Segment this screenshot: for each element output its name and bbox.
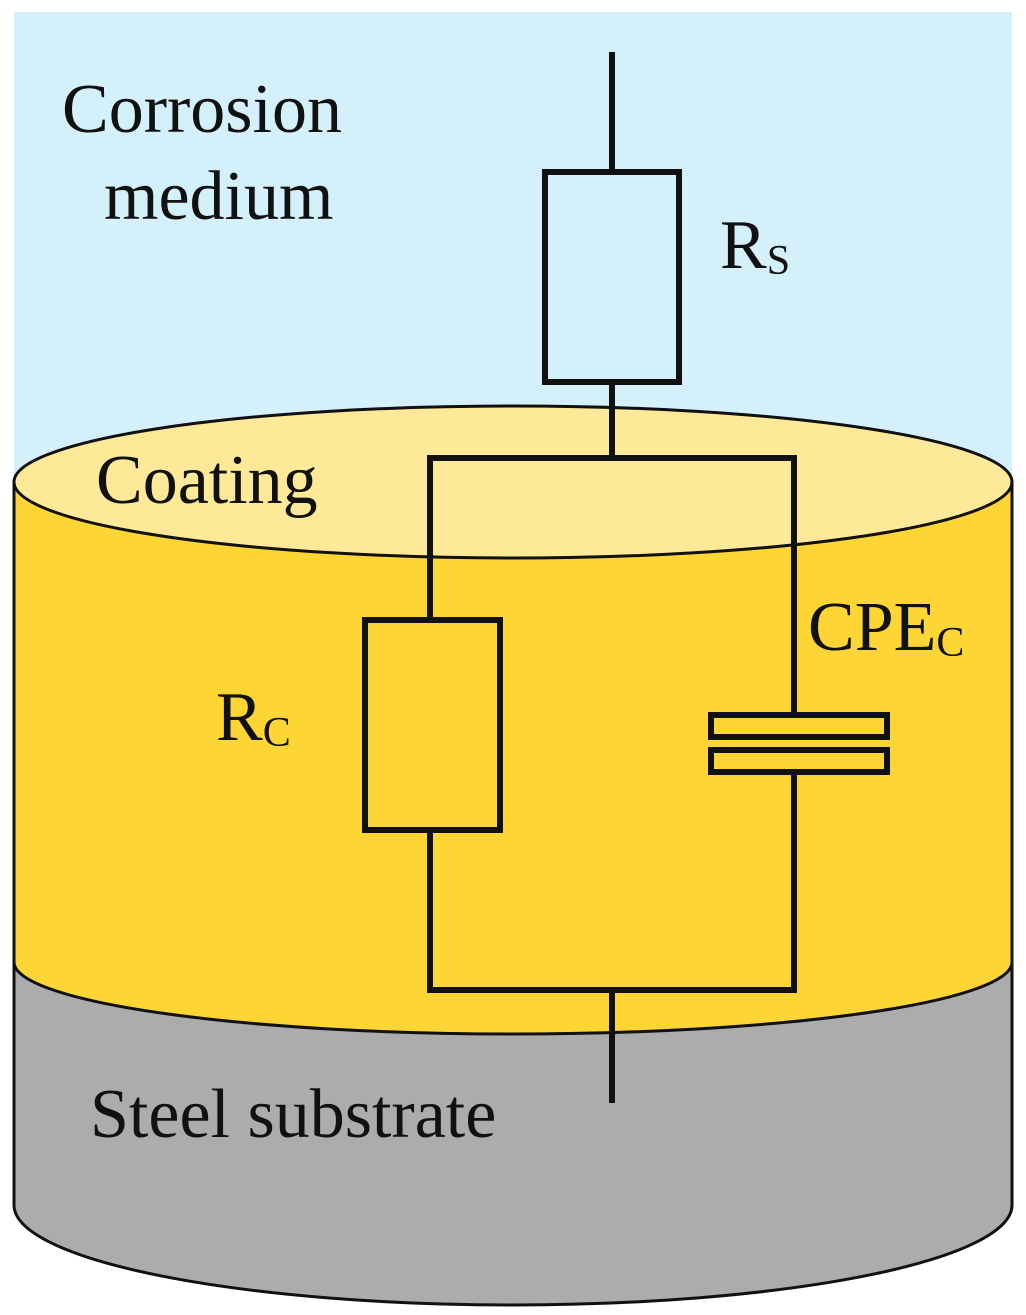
cpe-plate-bottom xyxy=(708,747,890,775)
rs-label-main: R xyxy=(720,207,767,284)
cpe-label: CPEC xyxy=(808,589,964,666)
rs-label-sub: S xyxy=(767,238,790,284)
corrosion-medium-region xyxy=(14,12,1012,482)
rc-resistor xyxy=(362,617,503,833)
steel-substrate-label: Steel substrate xyxy=(90,1076,496,1153)
cpe-label-main: CPE xyxy=(808,589,936,666)
rc-label: RC xyxy=(216,679,291,756)
rs-resistor xyxy=(542,169,682,385)
corrosion-medium-label-line2: medium xyxy=(104,158,333,235)
rs-label: RS xyxy=(720,207,790,284)
coating-top-surface xyxy=(12,404,1014,560)
circuit-wires xyxy=(427,52,797,1103)
corrosion-medium-label-line1: Corrosion xyxy=(62,71,342,148)
cpe-label-sub: C xyxy=(936,620,964,666)
rc-label-sub: C xyxy=(263,710,291,756)
coating-label: Coating xyxy=(96,442,318,519)
steel-substrate-region xyxy=(12,960,1014,1307)
rc-label-main: R xyxy=(216,679,263,756)
coating-region xyxy=(12,480,1014,1036)
cpe-plate-top xyxy=(708,712,890,740)
